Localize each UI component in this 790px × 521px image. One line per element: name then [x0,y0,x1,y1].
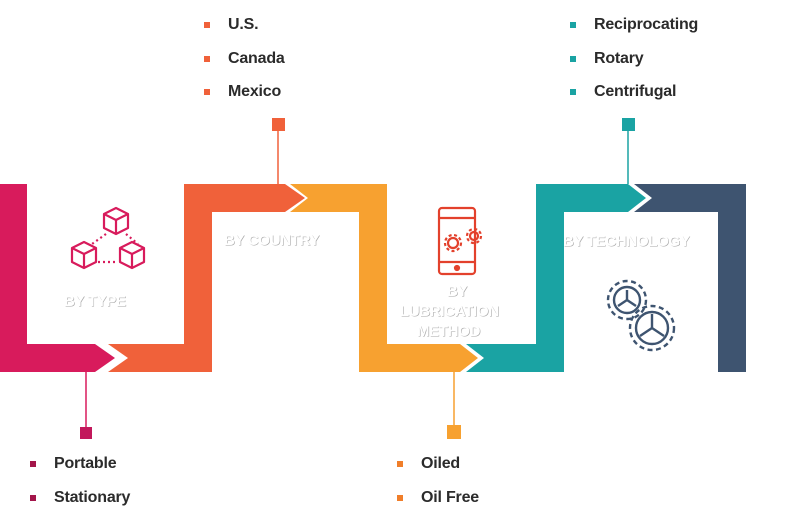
lubrication-label-line3-shadow: METHOD [418,324,482,341]
lubrication-label-line1-shadow: BY [448,284,469,301]
country-list: U.S. Canada Mexico [204,14,285,115]
list-item-label: Portable [54,455,117,472]
mobile-gears-icon [437,206,483,276]
technology-marker [622,118,635,131]
lubrication-label-line2-shadow: LUBRICATION [401,304,500,321]
type-marker [80,427,92,439]
bullet-icon [30,461,36,467]
bullet-icon [397,461,403,467]
technology-label-shadow: BY TECHNOLOGY [564,234,691,251]
bullet-icon [570,22,576,28]
bullet-icon [204,89,210,95]
country-marker [272,118,285,131]
bullet-icon [204,55,210,62]
bullet-icon [570,89,576,95]
lubrication-list: Oiled Oil Free [397,453,479,520]
list-item: Centrifugal [570,81,698,115]
list-item-label: Oiled [421,455,461,472]
gears-icon [606,279,676,352]
list-item-label: U.S. [228,16,259,33]
lubrication-label-line2: LUBRICATION [400,303,499,320]
end-segment [634,184,746,372]
list-item: Portable [30,453,130,487]
list-item-label: Oil Free [421,488,479,506]
technology-segment [466,184,646,372]
type-list: Portable Stationary [30,453,130,520]
type-segment [0,184,115,372]
bullet-icon [204,22,210,28]
list-item-label: Centrifugal [594,83,677,100]
lubrication-label-line1: BY [447,283,468,300]
country-label-shadow: BY COUNTRY [225,233,321,250]
lubrication-marker [447,425,461,439]
list-item: U.S. [204,14,285,48]
technology-list: Reciprocating Rotary Centrifugal [570,14,698,115]
technology-label: BY TECHNOLOGY [563,233,690,250]
country-segment [108,184,305,372]
list-item-label: Rotary [594,49,644,67]
list-item-label: Mexico [228,83,282,100]
bullet-icon [30,494,36,501]
country-label: BY COUNTRY [224,232,320,249]
list-item: Oiled [397,453,479,487]
type-label-shadow: BY TYPE [65,294,127,311]
list-item: Mexico [204,81,285,115]
list-item: Canada [204,48,285,82]
list-item: Stationary [30,487,130,521]
list-item-label: Reciprocating [594,16,699,33]
list-item-label: Stationary [54,488,131,506]
lubrication-segment [290,184,478,372]
type-label: BY TYPE [64,293,126,310]
bullet-icon [397,494,403,501]
bullet-icon [570,55,576,62]
list-item: Rotary [570,48,698,82]
list-item: Reciprocating [570,14,698,48]
list-item: Oil Free [397,487,479,521]
list-item-label: Canada [228,49,285,67]
cubes-icon [70,206,146,270]
lubrication-label-line3: METHOD [417,323,481,340]
